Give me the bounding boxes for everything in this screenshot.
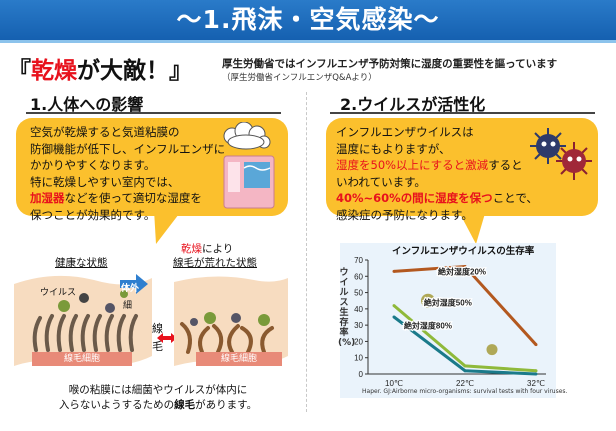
s1-humidifier-word: 加湿器 [30,191,65,205]
y-tick-label: 50 [354,289,363,298]
virus-characters-icon [530,128,592,180]
s2-line3-rest: すると [488,158,523,172]
footnote-line2-pre: 入らないようするための [58,399,175,411]
thin-label: 細 [123,301,133,311]
s2-line5-red: 40%~60%の間に湿度を保つ [336,191,493,205]
s2-line4: いわれています。 [336,174,426,189]
series-point-3 [392,315,396,319]
section1-bubble-text: 空気が乾燥すると気道粘膜の 防御機能が低下し、インフルエンザに かかりやすくなり… [30,124,250,223]
cell-label-left: 線毛細胞 [32,352,132,366]
footnote-cilia-word: 線毛 [174,399,196,411]
dry-label-rest: により [202,243,234,255]
banner-title: 〜1.飛沫・空気感染〜 [0,0,616,40]
section1-bubble-tail [154,210,182,244]
s2-line3: 湿度を50%以上にすると激減すると [336,157,536,174]
series-line-2 [393,304,537,373]
series-point-1 [392,269,396,273]
y-tick-label: 60 [354,272,363,281]
survival-chart: 0 10 20 30 40 50 60 70 10℃ 22℃ 32℃ 絶対湿度20% 絶対湿度50% 絶対… [354,256,546,388]
double-arrow-icon [157,333,177,343]
x-tick-label: 22℃ [456,379,474,388]
series-point-2 [392,304,396,308]
x-tick-label: 10℃ [385,379,403,388]
s2-line1: インフルエンザウイルスは [336,125,474,139]
y-tick-label: 10 [354,354,363,363]
series-point-2 [534,369,538,373]
s1-line3: かかりやすくなります。 [30,158,156,172]
series-label-2: 絶対湿度50% [424,298,472,308]
chart-ylabel: ウイルス生存率(%) [338,268,356,348]
headline-open-bracket: 『 [8,58,31,84]
x-tick-label: 32℃ [527,379,545,388]
column-divider [306,92,307,412]
s1-line4: 特に乾燥しやすい室内では、 [30,174,180,189]
dry-word: 乾燥 [181,243,202,255]
virus-label: ウイルス [40,288,77,298]
s2-line5-rest: ことで、 [492,191,538,205]
s1-line5: 加湿器などを使って適切な湿度を [30,190,250,207]
cilia-footnote: 喉の粘膜には細菌やウイルスが体内に 入らないようするための線毛があります。 [40,383,276,413]
cell-label-right: 線毛細胞 [196,352,282,366]
mhlw-source: （厚生労働省インフルエンザQ&Aより） [222,73,377,83]
section2-underline [330,112,595,114]
s1-line2: 防御機能が低下し、インフルエンザに [30,141,226,156]
series-point-3 [534,372,538,376]
s2-line3-red: 湿度を50%以上にすると激減 [336,158,489,172]
s2-line5: 40%~60%の間に湿度を保つことで、 [336,190,538,207]
section2-bubble-text: インフルエンザウイルスは 温度にもよりますが、 湿度を50%以上にすると激減する… [336,124,538,223]
y-tick-label: 30 [354,321,363,330]
section2-bubble [326,118,598,216]
mhlw-statement: 厚生労働省ではインフルエンザ予防対策に湿度の重要性を謳っています [222,58,558,70]
s1-line5-rest: などを使って適切な湿度を [64,191,202,205]
virus-particle-icon [486,344,498,356]
footnote-line2: 入らないようするための線毛があります。 [40,398,276,413]
series-point-3 [463,369,467,373]
series-point-2 [463,364,467,368]
series-point-1 [463,265,467,269]
healthy-label: 健康な状態 [55,257,108,269]
y-tick-label: 40 [354,305,363,314]
series-label-3: 絶対湿度80% [404,320,452,330]
headline-close-bracket: 』 [169,58,192,84]
footnote-line1: 喉の粘膜には細菌やウイルスが体内に [68,384,248,396]
s2-line2: 温度にもよりますが、 [336,141,451,156]
y-tick-label: 70 [354,256,363,265]
dry-label-line2: 線毛が荒れた状態 [173,257,257,269]
y-tick-label: 20 [354,337,363,346]
series-label-1: 絶対湿度20% [438,267,486,277]
section1-title: 1.人体への影響 [30,95,144,114]
outside-label: 体外 [121,284,140,294]
s2-line6: 感染症の予防になります。 [336,207,473,222]
headline: 『乾燥が大敵！』 [8,51,192,85]
section1-underline [26,112,281,114]
s1-line1: 空気が乾燥すると気道粘膜の [30,125,180,139]
cilia-label-2: 毛 [152,340,163,353]
s1-line6: 保つことが効果的です。 [30,207,156,222]
banner-underline [0,40,616,43]
virus-particle-icon [421,293,435,308]
chart-title: インフルエンザウイルスの生存率 [392,246,535,257]
series-point-1 [534,343,538,347]
y-tick-label: 0 [359,370,364,379]
chart-citation: Haper. GJ:Airborne micro-organisms: surv… [362,388,568,395]
dry-label-line1: 乾燥により [181,241,233,256]
section2-title: 2.ウイルスが活性化 [340,95,486,114]
cilia-label-1: 線 [152,322,163,335]
headline-dry-word: 乾燥 [31,58,77,84]
healthy-cilia-illustration [14,274,152,366]
humidifier-icon [223,122,275,209]
footnote-line2-post: があります。 [195,399,258,411]
section2-bubble-tail [458,210,486,244]
dry-cilia-illustration [174,276,288,366]
headline-rest: が大敵！ [77,58,169,84]
